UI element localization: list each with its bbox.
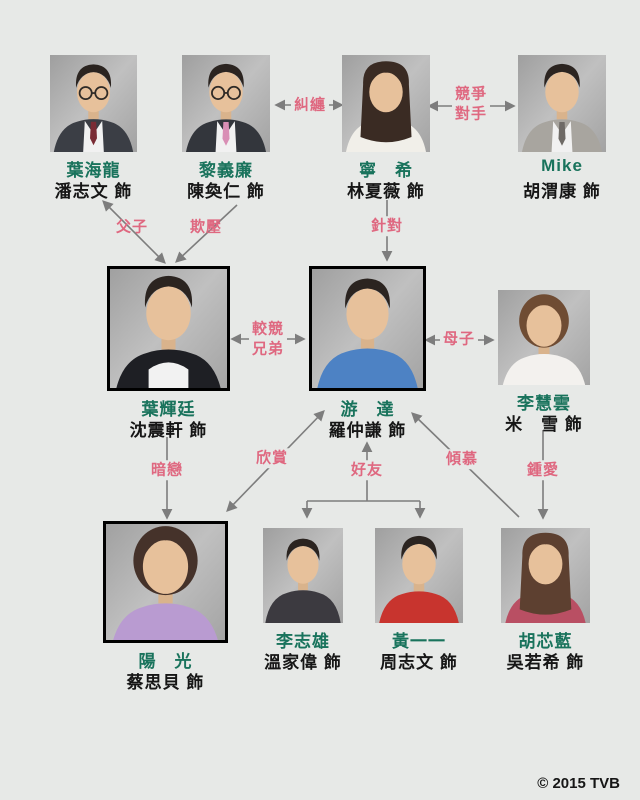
- character-photo-lihuiyun: [498, 290, 590, 385]
- relationship-label-zhongai: 鍾愛: [523, 460, 563, 480]
- relationship-label-jiuchan: 糾纏: [290, 95, 330, 115]
- character-name: 游 達: [340, 400, 395, 419]
- character-card-yehuiting: 葉輝廷沈震軒 飾: [107, 266, 230, 440]
- character-photo-youda: [309, 266, 426, 391]
- person-silhouette-icon: [106, 524, 225, 640]
- person-silhouette-icon: [312, 269, 423, 388]
- character-card-yehailong: 葉海龍潘志文 飾: [50, 55, 137, 201]
- character-photo-yehuiting: [107, 266, 230, 391]
- person-silhouette-icon: [182, 55, 270, 152]
- relationship-arrow-fuzi: [102, 200, 166, 264]
- relationship-label-fuzi: 父子: [115, 218, 149, 236]
- actor-name: 周志文 飾: [380, 653, 458, 672]
- character-photo-liyilian: [182, 55, 270, 152]
- relationship-label-muzi: 母子: [439, 329, 479, 349]
- character-card-yangguang: 陽 光蔡思貝 飾: [103, 521, 228, 692]
- person-silhouette-icon: [263, 528, 343, 623]
- copyright-text: © 2015 TVB: [537, 775, 620, 792]
- character-name: Mike: [541, 156, 583, 175]
- relationship-label-haoyou: 好友: [347, 460, 387, 480]
- character-name: 李慧雲: [517, 394, 571, 413]
- actor-name: 林夏薇 飾: [347, 182, 425, 201]
- person-silhouette-icon: [50, 55, 137, 152]
- person-silhouette-icon: [501, 528, 590, 623]
- character-photo-yehailong: [50, 55, 137, 152]
- character-name: 陽 光: [138, 652, 193, 671]
- character-card-liyilian: 黎義廉陳奐仁 飾: [182, 55, 270, 201]
- actor-name: 沈震軒 飾: [129, 421, 208, 440]
- character-name: 黎義廉: [199, 161, 253, 180]
- relationship-label-jingzheng: 競爭 對手: [451, 84, 491, 124]
- actor-name: 潘志文 飾: [54, 182, 133, 201]
- character-photo-lizhixiong: [263, 528, 343, 623]
- character-photo-yangguang: [103, 521, 228, 643]
- character-card-huxinlan: 胡芯藍吳若希 飾: [501, 528, 590, 672]
- actor-name: 胡渭康 飾: [523, 182, 601, 201]
- person-silhouette-icon: [110, 269, 227, 388]
- person-silhouette-icon: [498, 290, 590, 385]
- actor-name: 蔡思貝 飾: [126, 673, 205, 692]
- actor-name: 羅仲謙 飾: [328, 421, 407, 440]
- actor-name: 溫家偉 飾: [264, 653, 342, 672]
- relationship-label-anlian: 暗戀: [147, 460, 187, 480]
- relationship-label-qingmu: 傾慕: [442, 449, 482, 469]
- character-photo-ningxi: [342, 55, 430, 152]
- relationship-label-jiaojing: 較競 兄弟: [248, 319, 288, 359]
- character-name: 黃一一: [392, 632, 446, 651]
- character-name: 葉輝廷: [141, 400, 196, 419]
- character-name: 寧 希: [359, 161, 413, 180]
- character-name: 李志雄: [276, 632, 330, 651]
- person-silhouette-icon: [342, 55, 430, 152]
- relationship-arrow-haoyou: [301, 441, 426, 519]
- character-card-lizhixiong: 李志雄溫家偉 飾: [263, 528, 343, 672]
- actor-name: 吳若希 飾: [506, 653, 585, 672]
- relationship-label-qiya: 欺壓: [189, 218, 223, 236]
- person-silhouette-icon: [518, 55, 606, 152]
- character-card-youda: 游 達羅仲謙 飾: [309, 266, 426, 440]
- character-photo-huangyiyi: [375, 528, 463, 623]
- character-card-huangyiyi: 黃一一周志文 飾: [375, 528, 463, 672]
- character-photo-mike: [518, 55, 606, 152]
- person-silhouette-icon: [375, 528, 463, 623]
- relationship-label-xinshang: 欣賞: [252, 448, 292, 468]
- actor-name: 陳奐仁 飾: [187, 182, 265, 201]
- character-name: 胡芯藍: [518, 632, 573, 651]
- relationship-label-zhendui: 針對: [367, 216, 407, 236]
- character-card-mike: Mike 胡渭康 飾: [518, 55, 606, 201]
- character-photo-huxinlan: [501, 528, 590, 623]
- actor-name: 米 雪 飾: [505, 415, 583, 434]
- relationship-arrow-qiya: [175, 204, 238, 263]
- character-name: 葉海龍: [66, 161, 121, 180]
- character-card-lihuiyun: 李慧雲米 雪 飾: [498, 290, 590, 434]
- character-card-ningxi: 寧 希林夏薇 飾: [342, 55, 430, 201]
